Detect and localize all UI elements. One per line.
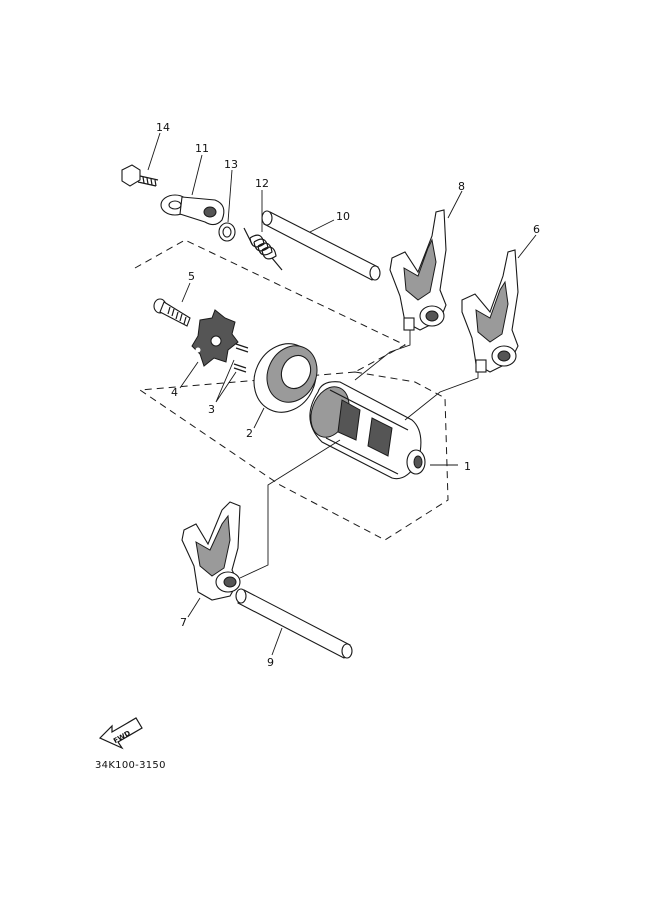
part-13-washer (218, 222, 236, 242)
callout-8: 8 (458, 180, 465, 193)
part-5-screw (153, 298, 191, 327)
shift-drum (309, 381, 426, 480)
part-7-shift-fork (181, 501, 241, 601)
callout-10: 10 (336, 210, 350, 223)
part-3-pins (233, 343, 249, 373)
callout-9: 9 (267, 656, 274, 669)
part-2-bearing (253, 343, 318, 413)
callout-6: 6 (533, 223, 540, 236)
part-11-stopper-lever (160, 194, 225, 226)
callout-11: 11 (195, 142, 209, 155)
part-12-spring (243, 227, 283, 271)
callout-7: 7 (180, 616, 187, 629)
callout-leader-lines (147, 132, 537, 656)
diagram-part-code: 34K100-3150 (95, 760, 166, 771)
part-6-shift-fork (461, 249, 519, 373)
callout-4: 4 (171, 386, 178, 399)
part-8-shift-fork (389, 209, 447, 331)
assembly-guide-lines (239, 330, 479, 579)
assembly-boundary (134, 239, 449, 541)
callout-2: 2 (246, 427, 253, 440)
callout-14: 14 (156, 121, 170, 134)
front-direction-arrow-icon: FWD (98, 717, 143, 750)
callout-3: 3 (208, 403, 215, 416)
part-9-guide-bar (235, 588, 353, 659)
callout-13: 13 (224, 158, 238, 171)
callout-12: 12 (255, 177, 269, 190)
part-14-bolt (121, 164, 159, 187)
part-10-guide-bar (261, 210, 381, 281)
part-4-segment (191, 309, 239, 367)
callout-1: 1 (464, 460, 471, 473)
callout-5: 5 (188, 270, 195, 283)
